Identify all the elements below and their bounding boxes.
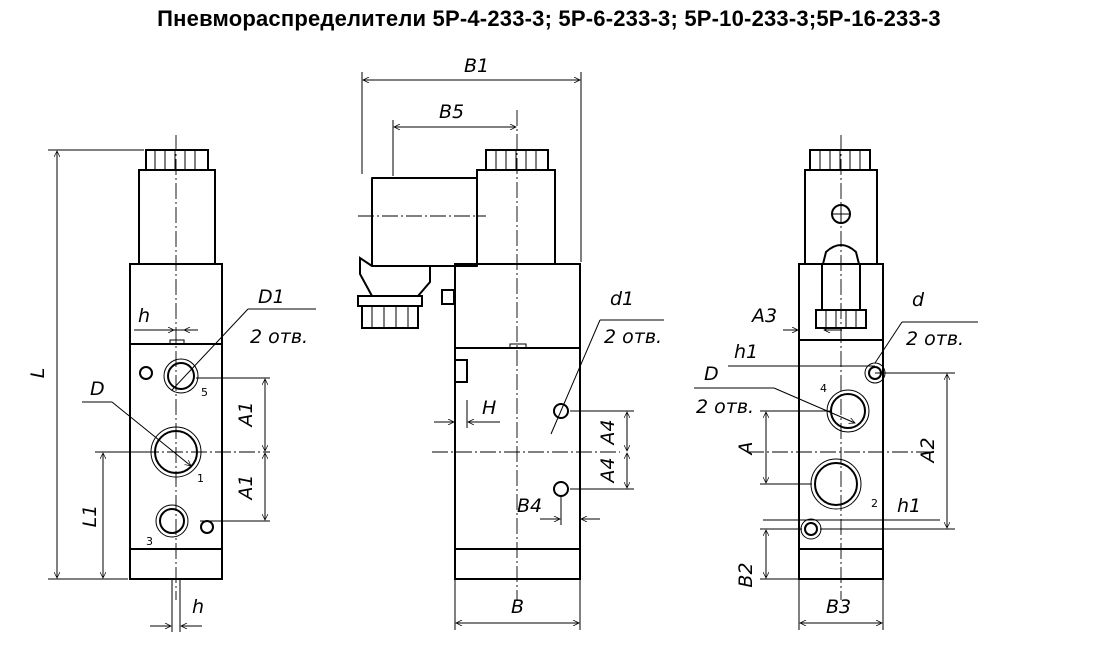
mounting-hole-top — [139, 366, 153, 380]
port-5-label: 5 — [201, 386, 208, 399]
port-3 — [159, 508, 185, 534]
dim-d-note: 2 отв. — [906, 328, 964, 350]
dim-H: H — [482, 397, 496, 419]
dim-D1-note: 2 отв. — [250, 326, 308, 348]
port-1-label: 1 — [197, 472, 204, 485]
dim-h1-bottom: h1 — [897, 495, 921, 517]
dim-D-right-note: 2 отв. — [696, 396, 754, 418]
port-2-label: 2 — [871, 497, 878, 510]
dim-B3: B3 — [826, 596, 851, 618]
dim-A3: A3 — [750, 305, 777, 327]
mounting-hole-bottom — [200, 520, 214, 534]
dim-B5: B5 — [439, 101, 464, 123]
coil-housing — [138, 169, 216, 265]
port-4 — [830, 393, 866, 429]
dim-d: d — [912, 289, 925, 311]
connector-cap — [145, 149, 209, 171]
port-1 — [154, 430, 198, 474]
mounting-hole-bottom — [804, 522, 818, 536]
dim-A: A — [735, 442, 757, 457]
valve-body — [454, 263, 581, 580]
dim-d1-note: 2 отв. — [604, 326, 662, 348]
connector-cap — [809, 149, 871, 171]
dim-A1-bottom: A1 — [235, 474, 257, 501]
dim-D1: D1 — [258, 286, 285, 308]
dim-A4-bottom: A4 — [597, 457, 619, 484]
port-2 — [814, 462, 858, 506]
dim-B1: B1 — [464, 55, 489, 77]
dim-L1: L1 — [79, 505, 101, 528]
left-view: 5 1 3 L L1 A1 A1 h D1 2 отв. D — [27, 135, 316, 632]
port-5 — [167, 362, 195, 390]
plug-connector — [357, 177, 486, 329]
dim-h-top: h — [138, 305, 150, 327]
right-view: 4 2 A3 d 2 отв. h1 D 2 отв. A A2 h1 — [694, 135, 978, 630]
port-3-label: 3 — [146, 535, 153, 548]
dim-h1-top: h1 — [734, 341, 758, 363]
dim-h-bottom: h — [192, 596, 204, 618]
middle-view: B1 B5 d1 2 отв. H A4 A4 B4 B — [357, 55, 664, 630]
dim-D: D — [90, 378, 105, 400]
port-4-label: 4 — [820, 382, 827, 395]
mounting-hole-d1-top — [553, 403, 569, 419]
dim-B4: B4 — [517, 495, 542, 517]
dim-B: B — [511, 596, 524, 618]
mounting-hole-d1-bottom — [553, 481, 569, 497]
dim-L: L — [27, 368, 49, 379]
dim-B2: B2 — [735, 562, 757, 587]
dim-A2: A2 — [917, 437, 939, 464]
dim-d1: d1 — [610, 288, 634, 310]
dim-A4-top: A4 — [597, 419, 619, 446]
coil-housing — [476, 169, 556, 265]
dim-D-right: D — [704, 363, 719, 385]
dim-A1-top: A1 — [235, 401, 257, 428]
page-title: Пневмораспределители 5Р-4-233-3; 5Р-6-23… — [157, 6, 941, 31]
